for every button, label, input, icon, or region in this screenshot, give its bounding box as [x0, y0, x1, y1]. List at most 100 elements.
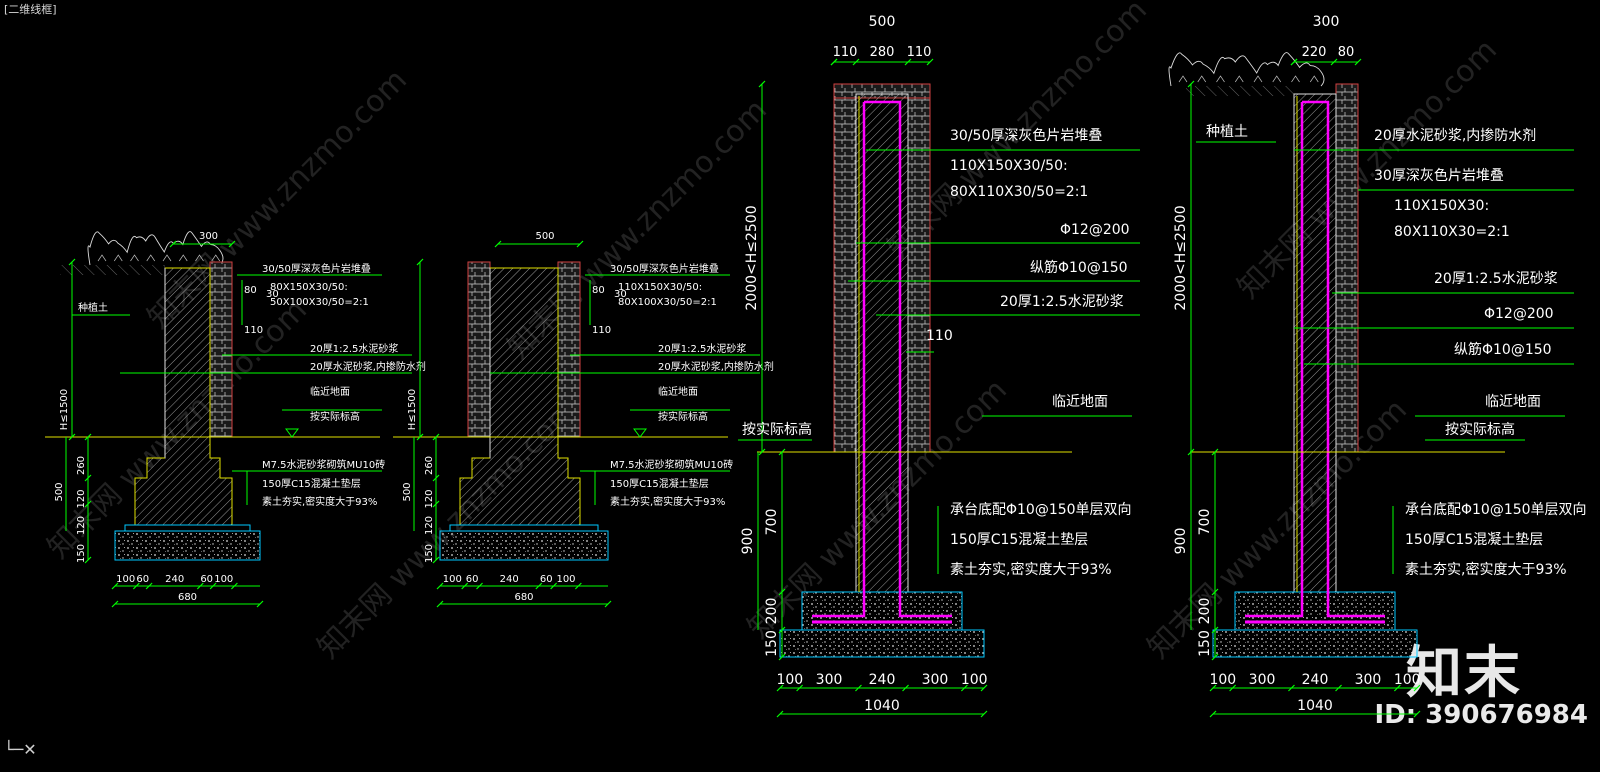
dim-tick: [1211, 588, 1219, 596]
dim-tick: [1211, 653, 1219, 661]
dim-tick: [902, 684, 909, 692]
dim-tick: [1209, 684, 1217, 692]
shrub-detail: [1216, 75, 1225, 83]
dim-tick: [436, 582, 444, 590]
dim-height: 2000<H≤2500: [1173, 205, 1189, 310]
dim-tick: [68, 258, 76, 266]
dim-tick: [196, 582, 204, 590]
dim-foot-total: 900: [1173, 528, 1189, 555]
dim-bottom-3: 60: [540, 574, 553, 585]
dim-foot-1: 120: [424, 489, 435, 508]
dim-tick: [1211, 448, 1219, 456]
dim-tick: [209, 582, 217, 590]
note-stone: 30厚深灰色片岩堆叠: [1374, 167, 1504, 184]
note-stone: 30/50厚深灰色片岩堆叠: [262, 262, 371, 275]
dim-top-width: 300: [1313, 14, 1340, 30]
note-compacted-soil: 素土夯实,密实度大于93%: [950, 561, 1112, 578]
dim-tick: [1393, 684, 1401, 692]
concrete-stem: [1293, 93, 1337, 593]
planting-soil-label: 种植土: [78, 301, 108, 314]
dim-tick: [1211, 626, 1219, 634]
dim-bottom-4: 100: [214, 574, 233, 585]
dim-foot-total: 500: [402, 482, 413, 501]
dim-tick: [980, 710, 988, 718]
dim-foot-0: 260: [424, 456, 435, 475]
concrete-bedding: [439, 530, 609, 561]
concrete-base: [801, 591, 963, 631]
waterproof-line: [459, 267, 581, 526]
image-id: ID: 390676984: [1374, 700, 1588, 730]
dim-tick: [169, 240, 177, 248]
dim-bottom-4: 100: [1394, 672, 1421, 688]
dim-foot-0: 260: [76, 456, 87, 475]
rebar: [812, 100, 952, 618]
dim-tick: [256, 600, 264, 608]
dim-height: 2000<H≤2500: [744, 205, 760, 310]
dim-tick: [1330, 58, 1338, 66]
note-compacted-soil: 素土夯实,密实度大于93%: [610, 495, 725, 508]
dim-bed: 150: [764, 630, 780, 657]
dim-tick: [432, 433, 440, 441]
dim-tick: [574, 582, 582, 590]
waterproof-line: [134, 267, 233, 526]
dim-tick: [132, 582, 140, 590]
dim-foot-total: 900: [740, 528, 756, 555]
note-mortar: 20厚1:2.5水泥砂浆: [310, 342, 398, 355]
dim-top-width: 500: [535, 231, 554, 242]
shrub-detail: [146, 254, 156, 262]
shrub-detail: [1197, 75, 1207, 83]
dim-tick: [1354, 58, 1362, 66]
rebar: [1245, 100, 1385, 618]
ground-label: 临近地面: [310, 385, 350, 398]
dim-side-1: 30: [266, 289, 279, 300]
note-waterproof: 20厚水泥砂浆,内掺防水剂: [658, 360, 774, 373]
dim-side-2: 110: [592, 325, 611, 336]
planting-soil-label: 种植土: [1206, 124, 1248, 140]
dim-tick: [1413, 710, 1421, 718]
note-stone-size-2: 80X100X30/50=2:1: [618, 297, 717, 308]
dim-top-sub-1: 80: [1338, 45, 1355, 60]
ground-label: 临近地面: [1052, 394, 1108, 410]
dim-tick: [68, 433, 76, 441]
stone-facing: [467, 261, 491, 438]
dim-bottom-3: 60: [200, 574, 213, 585]
dim-foot-1: 200: [1197, 598, 1213, 625]
dim-bottom-2: 240: [869, 672, 896, 688]
dim-tick: [432, 500, 440, 508]
dim-bed: 150: [1197, 630, 1213, 657]
dim-top-width: 300: [199, 231, 218, 242]
dim-bed: 150: [424, 544, 435, 563]
note-long-rebar: 纵筋Φ10@150: [1454, 341, 1552, 358]
dim-bottom-total: 1040: [1297, 698, 1333, 714]
dim-bottom-2: 240: [1302, 672, 1329, 688]
note-bedding: 150厚C15混凝土垫层: [610, 477, 709, 490]
shrub-detail: [1291, 75, 1300, 83]
dim-bottom-1: 60: [136, 574, 149, 585]
note-bedding: 150厚C15混凝土垫层: [1405, 532, 1543, 548]
ucs-icon: └─✕: [4, 740, 37, 759]
dim-bottom-4: 100: [961, 672, 988, 688]
dim-tick: [228, 240, 236, 248]
dim-bottom-total: 680: [178, 592, 197, 603]
shrub-detail: [178, 254, 188, 262]
stone-facing-right: [907, 83, 931, 453]
ground-label: 临近地面: [1485, 394, 1541, 410]
note-masonry: M7.5水泥砂浆砌筑MU10砖: [610, 458, 733, 471]
note-stone-size-1: 110X150X30/50:: [950, 158, 1068, 174]
dim-tick: [550, 582, 558, 590]
viewport-label[interactable]: [二维线框]: [4, 3, 57, 16]
note-rebar: Φ12@200: [1060, 222, 1130, 238]
dim-tick: [776, 684, 784, 692]
dim-foot-total: 500: [54, 482, 65, 501]
dim-foot-0: 700: [1197, 509, 1213, 536]
dim-tick: [758, 448, 766, 456]
dim-tick: [432, 474, 440, 482]
planting-soil-hatch: [1186, 86, 1294, 96]
dim-foot-1: 120: [76, 489, 87, 508]
dim-top-sub-0: 110: [833, 45, 858, 60]
dim-tick: [84, 500, 92, 508]
shrub-detail: [162, 254, 172, 262]
dim-tick: [84, 433, 92, 441]
